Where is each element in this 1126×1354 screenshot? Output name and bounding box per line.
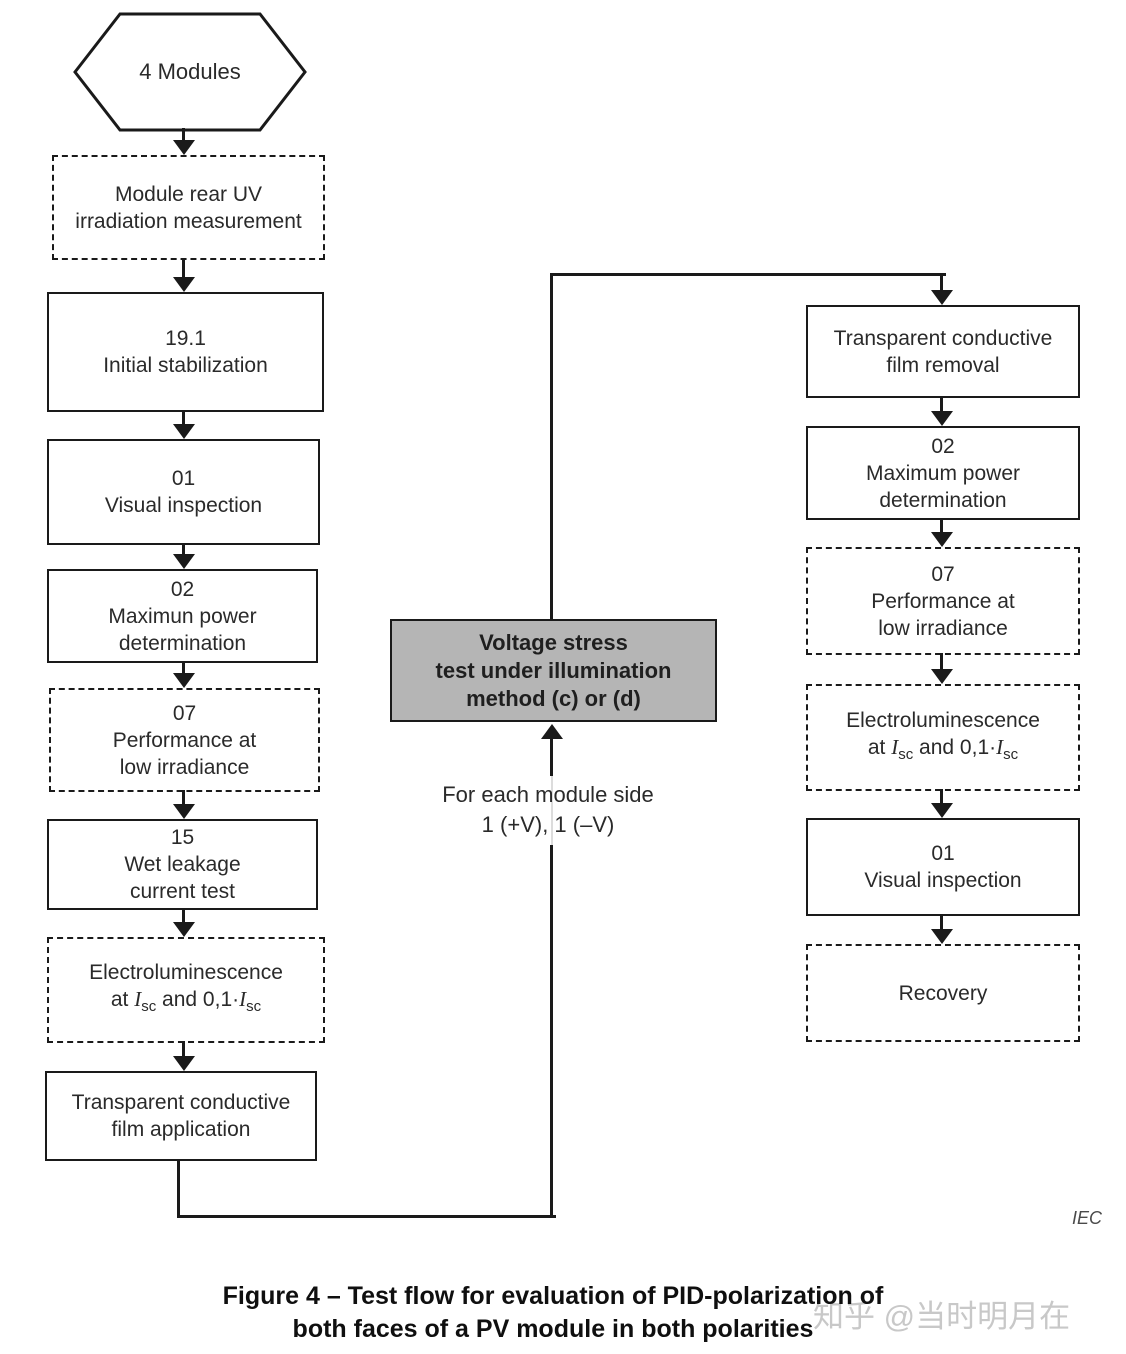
step-text-line: Electroluminescence <box>89 961 283 985</box>
step-text-line: film application <box>111 1118 251 1141</box>
step-text-line: 07 <box>931 562 955 586</box>
iec-label: IEC <box>1072 1208 1103 1228</box>
step-visual-inspection-1: 01 Visual inspection <box>47 439 320 545</box>
isc-subscript: sc <box>898 746 914 764</box>
flow-arrow-down <box>172 790 195 819</box>
step-text-line: low irradiance <box>119 755 250 779</box>
flow-arrow-down <box>172 661 195 688</box>
step-text-line: current test <box>129 880 236 903</box>
flow-arrow-down <box>172 128 195 155</box>
step-text-line: 01 <box>931 842 955 865</box>
el-text-part: at <box>867 735 892 759</box>
step-visual-inspection-2: 01 Visual inspection <box>806 818 1080 916</box>
step-text-line: at Isc and 0,1·Isc <box>111 986 261 1020</box>
flow-arrow-down <box>930 276 953 305</box>
step-recovery: Recovery <box>806 944 1080 1042</box>
step-text-line: Voltage stress <box>479 629 628 655</box>
step-text-line: Transparent conductive <box>833 326 1053 350</box>
isc-symbol: I <box>996 734 1004 759</box>
el-text-part: and 0,1· <box>913 735 997 759</box>
step-initial-stabilization: 19.1 Initial stabilization <box>47 292 324 412</box>
step-text-line: 15 <box>170 826 195 849</box>
step-text-line: film removal <box>886 353 1000 377</box>
step-electroluminescence-1: Electroluminescence at Isc and 0,1·Isc <box>47 937 325 1043</box>
step-electroluminescence-2: Electroluminescence at Isc and 0,1·Isc <box>806 684 1080 791</box>
step-transparent-conductive-film-removal: Transparent conductive film removal <box>806 305 1080 398</box>
connector-line-horizontal <box>177 1215 556 1218</box>
step-text-line: Recovery <box>898 981 988 1005</box>
step-text-line: determination <box>118 631 247 655</box>
step-text-line: 02 <box>170 577 195 601</box>
el-text-part: and 0,1· <box>156 988 240 1012</box>
flow-arrow-down <box>172 1041 195 1071</box>
step-text-line: Module rear UV <box>114 182 263 206</box>
start-hexagon-label: 4 Modules <box>139 59 241 84</box>
flow-arrow-down <box>172 410 195 439</box>
connector-line-vertical <box>550 845 553 1218</box>
step-maximum-power-determination-1: 02 Maximun power determination <box>47 569 318 663</box>
isc-symbol: I <box>134 987 142 1012</box>
figure-caption: Figure 4 – Test flow for evaluation of P… <box>73 1280 1033 1346</box>
flow-arrow-down <box>930 653 953 684</box>
connector-line-vertical <box>177 1161 180 1218</box>
for-each-module-side-note: For each module side 1 (+V), 1 (–V) <box>398 780 698 840</box>
flow-arrow-down <box>172 543 195 569</box>
step-text-line: low irradiance <box>878 616 1008 640</box>
isc-symbol: I <box>239 987 247 1012</box>
step-text-line: Maximum power <box>865 461 1021 485</box>
step-text-line: test under illumination <box>435 657 672 683</box>
step-text-line: Electroluminescence <box>846 708 1040 732</box>
flow-arrow-down <box>930 914 953 944</box>
step-text-line: Maximun power <box>108 604 257 628</box>
connector-line-horizontal <box>550 273 946 276</box>
connector-line-behind-text <box>551 776 553 845</box>
caption-line: both faces of a PV module in both polari… <box>292 1315 814 1343</box>
note-text-line: 1 (+V), 1 (–V) <box>481 812 615 837</box>
flow-arrow-down <box>930 396 953 426</box>
flow-arrow-down <box>172 908 195 937</box>
flow-arrow-down <box>930 789 953 818</box>
step-text-line: determination <box>879 488 1007 512</box>
connector-line-vertical <box>550 273 553 619</box>
step-text-line: at Isc and 0,1·Isc <box>868 734 1018 768</box>
el-text-part: at <box>110 988 135 1012</box>
step-text-line: Performance at <box>112 728 257 752</box>
step-performance-at-low-irradiance-2: 07 Performance at low irradiance <box>806 547 1080 655</box>
step-text-line: Visual inspection <box>864 869 1022 892</box>
step-text-line: 19.1 <box>165 327 206 350</box>
step-text-line: Transparent conductive <box>71 1091 291 1114</box>
isc-subscript: sc <box>141 998 157 1016</box>
zhihu-watermark: 知乎 @当时明月在 <box>813 1299 1071 1334</box>
flow-arrow-up <box>540 724 563 776</box>
step-text-line: irradiation measurement <box>75 209 302 233</box>
step-performance-at-low-irradiance-1: 07 Performance at low irradiance <box>49 688 320 792</box>
voltage-stress-test-box: Voltage stress test under illumination m… <box>390 619 717 722</box>
step-text-line: Wet leakage <box>124 853 241 876</box>
step-text-line: Visual inspection <box>104 494 263 517</box>
step-module-rear-uv-irradiation-measurement: Module rear UV irradiation measurement <box>52 155 325 260</box>
flow-arrow-down <box>172 258 195 292</box>
isc-symbol: I <box>891 734 899 759</box>
isc-subscript: sc <box>1003 746 1019 764</box>
step-transparent-conductive-film-application: Transparent conductive film application <box>45 1071 317 1161</box>
step-maximum-power-determination-2: 02 Maximum power determination <box>806 426 1080 520</box>
step-text-line: 02 <box>931 434 955 458</box>
start-hexagon-shape <box>73 12 307 132</box>
step-wet-leakage-current-test: 15 Wet leakage current test <box>47 819 318 910</box>
note-text-line: For each module side <box>442 782 654 807</box>
step-text-line: 01 <box>171 467 196 490</box>
isc-subscript: sc <box>246 998 262 1016</box>
caption-line: Figure 4 – Test flow for evaluation of P… <box>222 1282 884 1310</box>
step-text-line: 07 <box>172 701 197 725</box>
flow-arrow-down <box>930 518 953 547</box>
step-text-line: Performance at <box>871 589 1015 613</box>
step-text-line: method (c) or (d) <box>466 685 641 711</box>
step-text-line: Initial stabilization <box>103 354 268 377</box>
